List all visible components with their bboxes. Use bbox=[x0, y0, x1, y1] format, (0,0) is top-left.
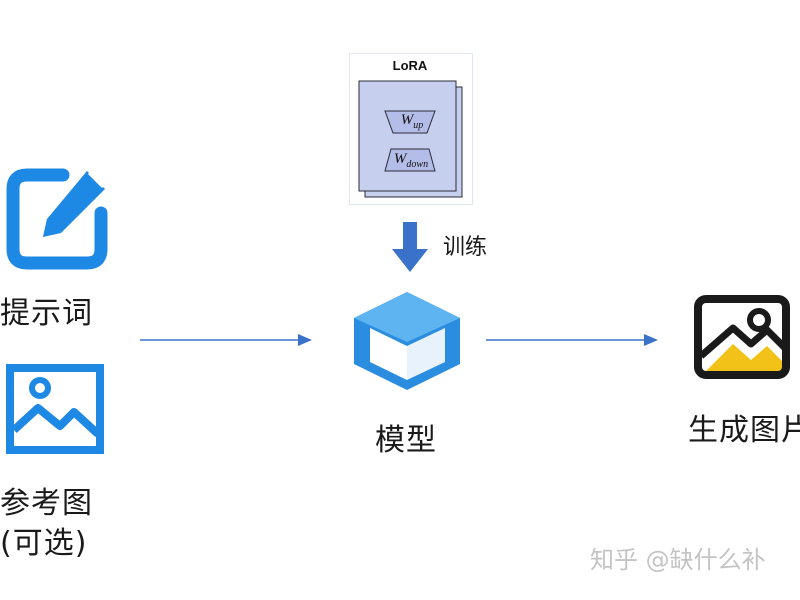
image-icon bbox=[6, 364, 104, 454]
lora-front-layer bbox=[358, 80, 457, 192]
lora-stack-graphic bbox=[358, 80, 463, 198]
train-down-arrow bbox=[392, 222, 428, 272]
edit-icon bbox=[6, 168, 108, 270]
reference-label: 参考图 bbox=[0, 486, 93, 521]
w-up-label: Wup bbox=[400, 112, 424, 131]
model-to-output-arrow bbox=[486, 334, 658, 346]
w-up-trapezoid bbox=[384, 110, 436, 134]
model-cube-icon bbox=[354, 292, 460, 390]
w-down-label: Wdown bbox=[393, 151, 429, 170]
input-to-model-arrow bbox=[140, 334, 312, 346]
output-image-icon bbox=[694, 295, 790, 379]
w-down-trapezoid bbox=[384, 148, 436, 172]
watermark: 知乎 @缺什么补 bbox=[590, 546, 766, 574]
train-label: 训练 bbox=[443, 235, 488, 260]
model-label: 模型 bbox=[375, 423, 437, 458]
lora-title: LoRA bbox=[392, 58, 428, 73]
reference-optional-label: (可选) bbox=[0, 526, 88, 561]
prompt-label: 提示词 bbox=[0, 296, 93, 331]
output-label: 生成图片 bbox=[688, 413, 800, 448]
